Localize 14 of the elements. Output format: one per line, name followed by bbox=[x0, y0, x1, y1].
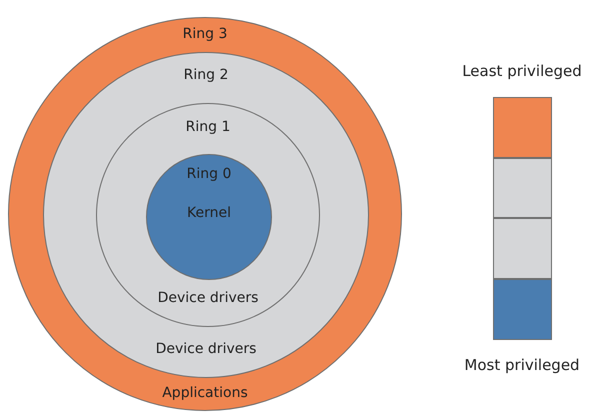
ring-description: Applications bbox=[161, 385, 249, 401]
scale-segment bbox=[493, 158, 552, 218]
scale-segment bbox=[493, 218, 552, 279]
ring-label: Ring 0 bbox=[186, 166, 232, 182]
ring-description: Device drivers bbox=[154, 341, 258, 357]
ring-description: Device drivers bbox=[156, 290, 260, 306]
ring-description: Kernel bbox=[186, 205, 232, 221]
ring-label: Ring 2 bbox=[182, 67, 230, 83]
scale-label: Least privileged bbox=[461, 62, 583, 80]
ring-label: Ring 1 bbox=[184, 119, 232, 135]
scale-label: Most privileged bbox=[463, 356, 581, 374]
scale-segment bbox=[493, 97, 552, 158]
ring-label: Ring 3 bbox=[182, 26, 228, 42]
scale-segment bbox=[493, 279, 552, 340]
